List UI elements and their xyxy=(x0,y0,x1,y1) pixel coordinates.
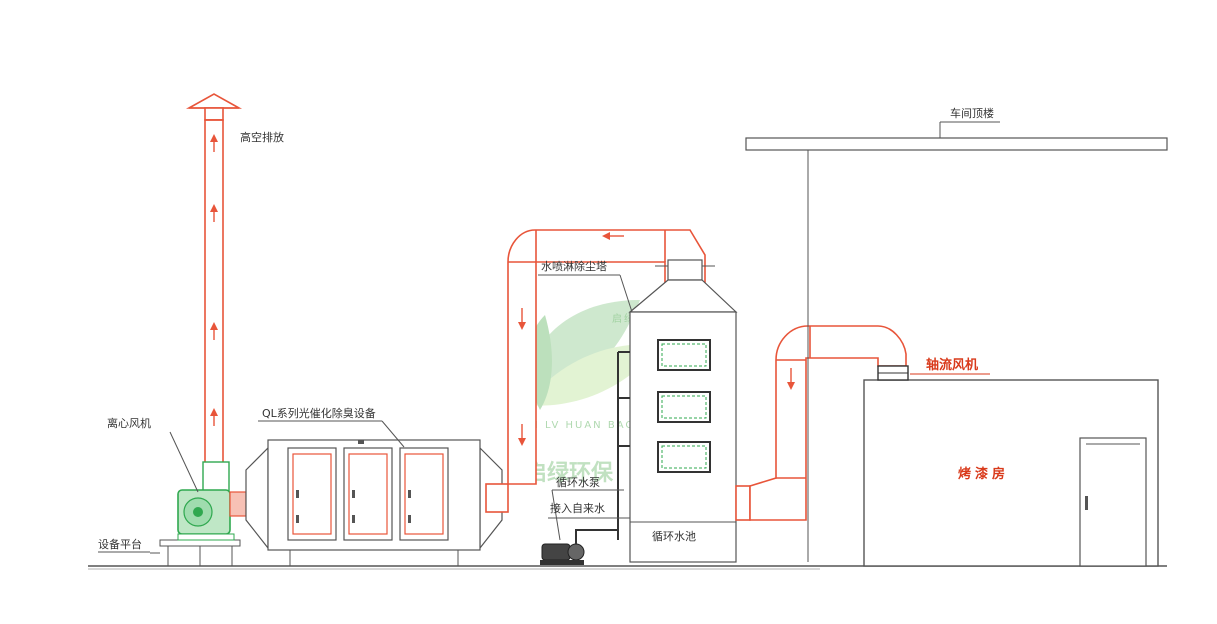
label-workshop-roof: 车间顶楼 xyxy=(950,106,994,120)
workshop-building xyxy=(745,137,1168,562)
axial-fan xyxy=(877,365,909,381)
label-photocatalytic-device: QL系列光催化除臭设备 xyxy=(262,406,376,420)
watermark-brand-big: 启绿环保 xyxy=(525,460,614,486)
watermark-brand-pinyin: QI LV HUAN BAO xyxy=(525,420,635,431)
label-paint-room: 烤漆房 xyxy=(958,466,1009,482)
watermark-brand-cn: 启绿 xyxy=(612,312,636,325)
arrow-up-icon xyxy=(210,134,218,142)
photocatalytic-device xyxy=(245,439,503,566)
duct-device-to-tower xyxy=(485,229,706,513)
equipment-platform xyxy=(150,539,241,566)
arrow-down-icon xyxy=(518,322,526,330)
label-tap-water-inlet: 接入自来水 xyxy=(550,502,605,515)
label-centrifugal-fan: 离心风机 xyxy=(107,416,151,430)
label-spray-tower: 水喷淋除尘塔 xyxy=(541,259,607,273)
arrow-up-icon xyxy=(210,408,218,416)
duct-tower-to-fan xyxy=(735,325,907,521)
label-axial-fan: 轴流风机 xyxy=(926,357,978,373)
circulating-pump xyxy=(540,529,618,565)
paint-room xyxy=(863,379,1159,567)
arrow-left-icon xyxy=(602,232,610,240)
exhaust-stack xyxy=(185,93,243,466)
arrow-up-icon xyxy=(210,204,218,212)
arrow-down-icon xyxy=(787,382,795,390)
label-equipment-platform: 设备平台 xyxy=(98,537,142,551)
label-circulating-pool: 循环水池 xyxy=(652,530,696,543)
arrow-down-icon xyxy=(518,438,526,446)
arrow-up-icon xyxy=(210,322,218,330)
spray-tower xyxy=(617,259,738,563)
label-circulating-pump: 循环水泵 xyxy=(556,476,600,489)
label-high-altitude-exhaust: 高空排放 xyxy=(240,130,284,144)
centrifugal-fan xyxy=(177,461,247,541)
